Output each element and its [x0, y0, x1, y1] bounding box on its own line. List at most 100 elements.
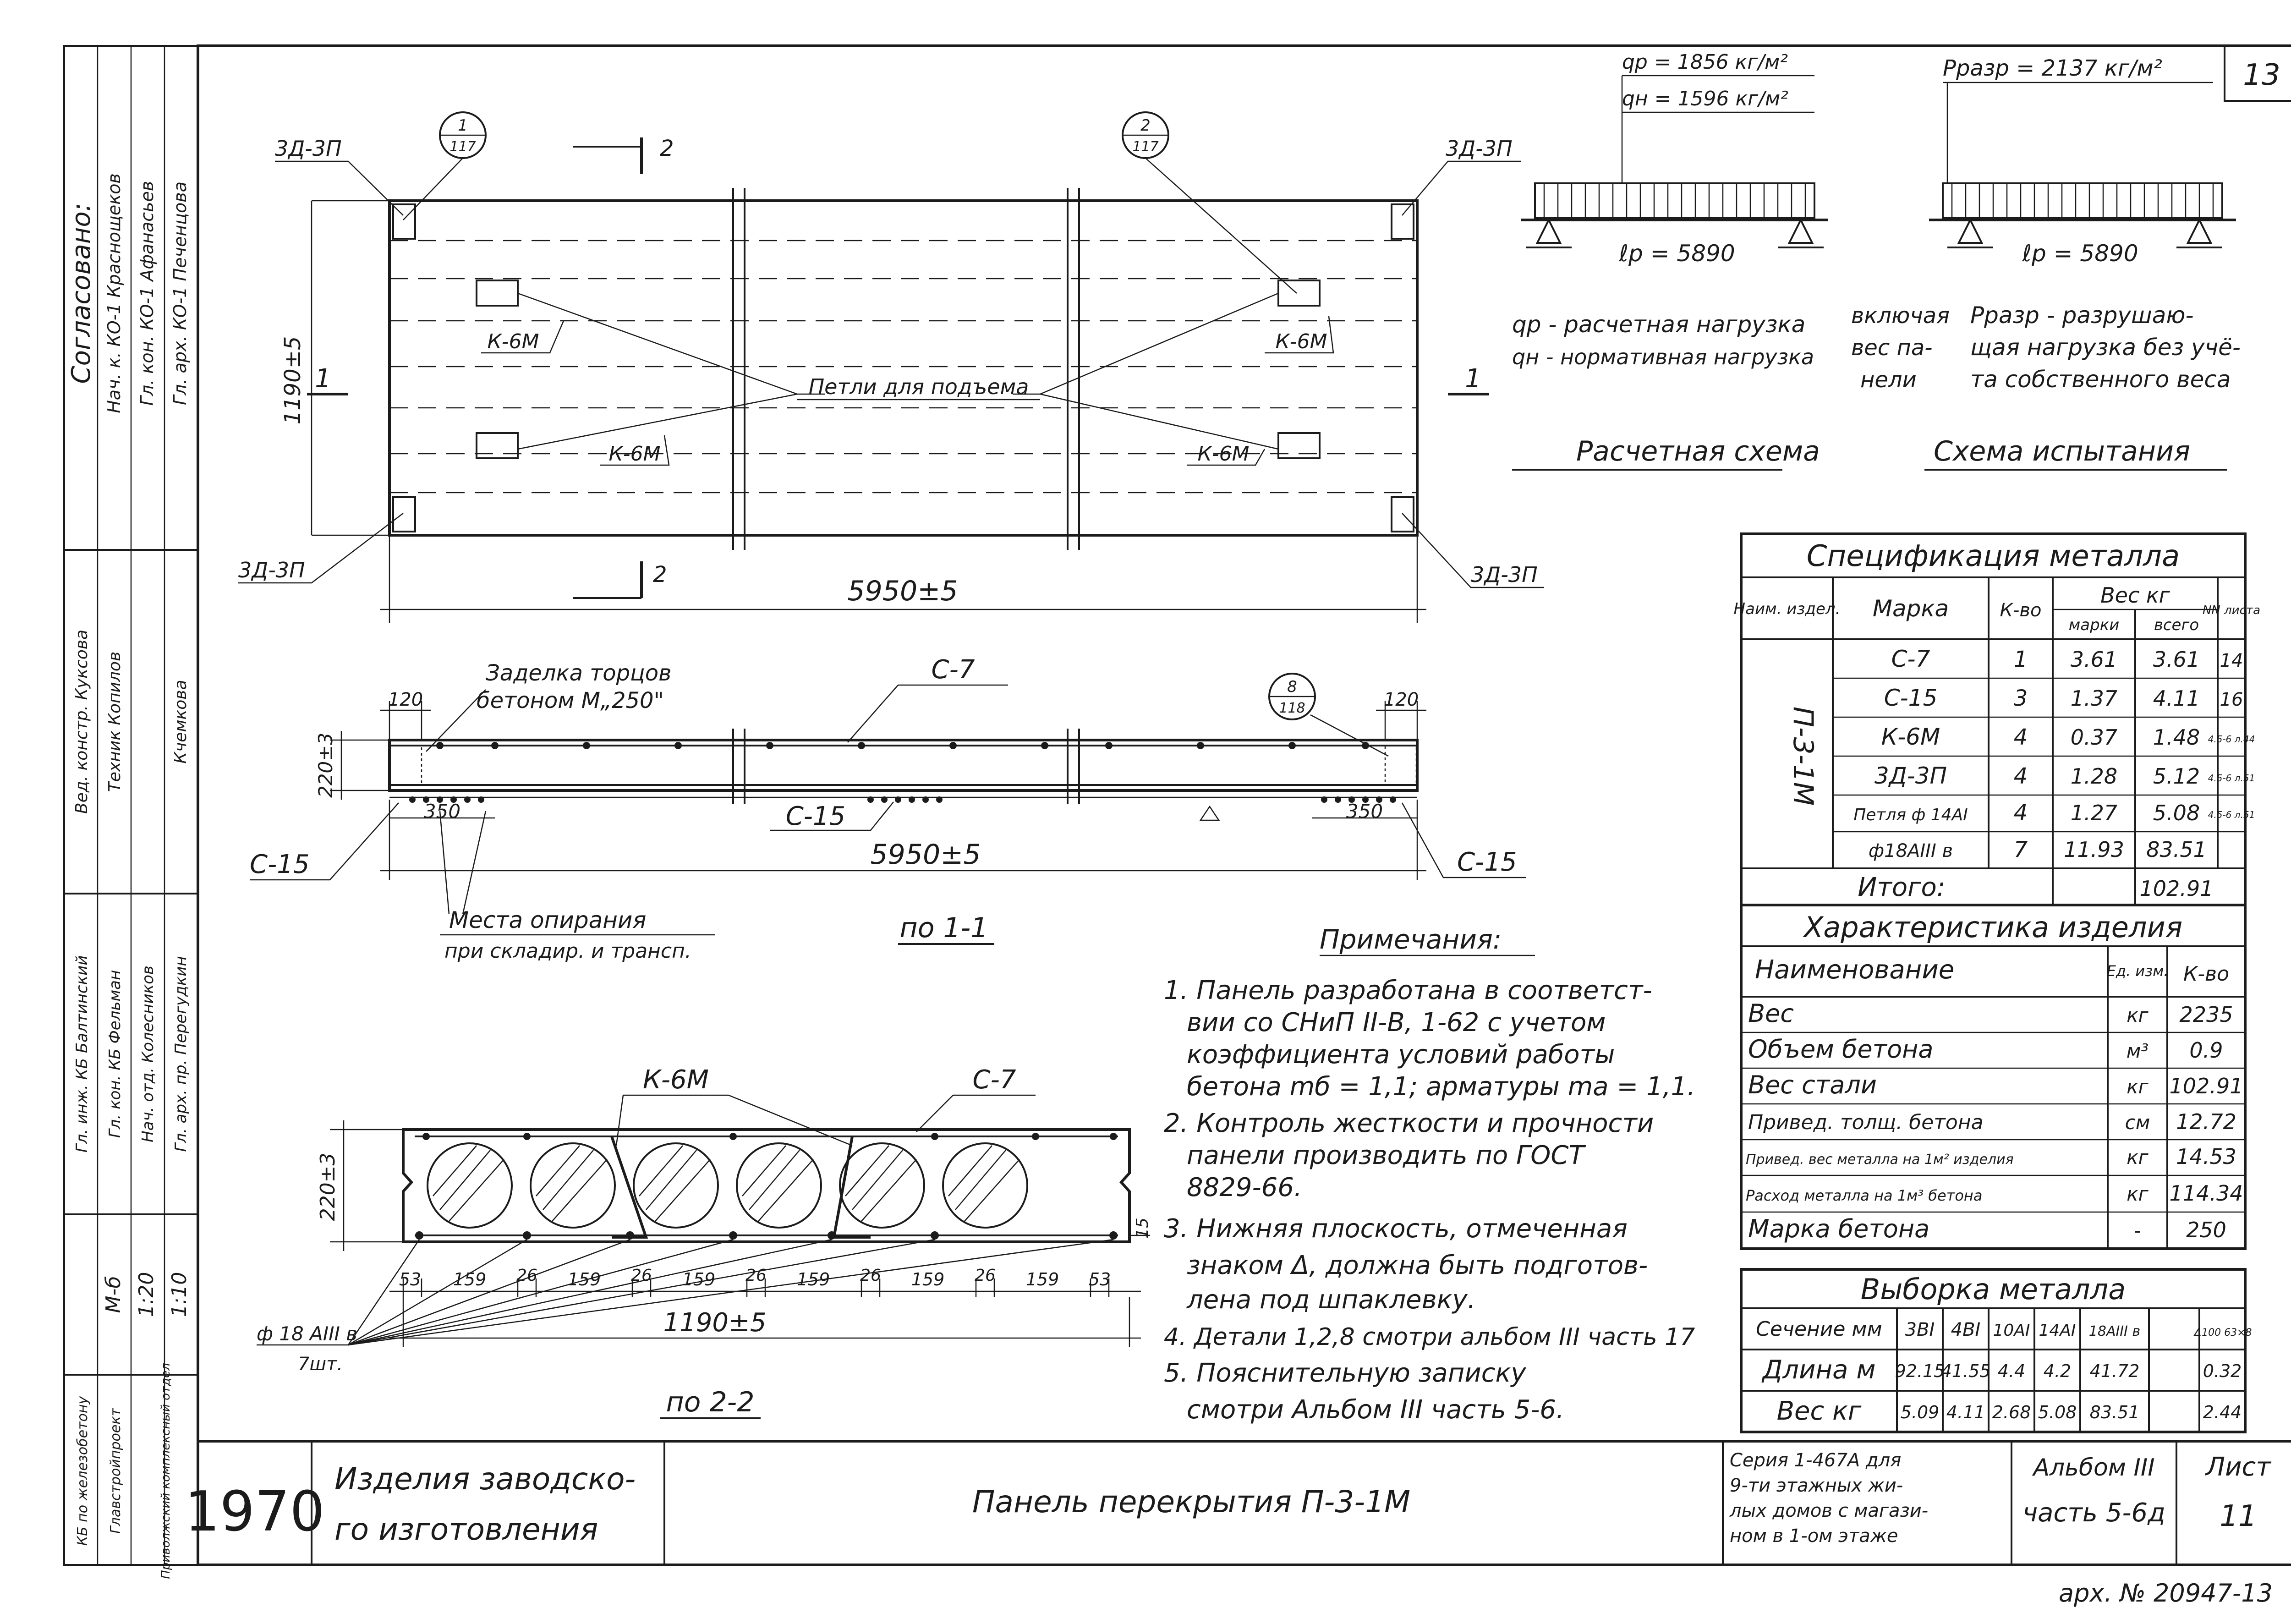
- stamp-approval-2: Гл. кон. КО-1 Афанасьев: [137, 181, 157, 406]
- legend-qp: qр - расчетная нагрузка: [1512, 311, 1805, 338]
- spec-row-3-total: 5.12: [2153, 764, 2200, 789]
- title-sheet-title: Панель перекрытия П-3-1М: [972, 1484, 1410, 1520]
- spec-row-1-qty: 3: [2014, 686, 2028, 711]
- char-col-unit: Ед. изм.: [2107, 962, 2169, 980]
- legend-qn: qн - нормативная нагрузка: [1512, 345, 1814, 369]
- stamp-org-3: Приволжский комплексный отдел: [159, 1363, 173, 1579]
- char-row-6-qty: 250: [2186, 1218, 2226, 1242]
- title-sheet-no: 11: [2220, 1499, 2257, 1533]
- spec-row-3-sheet: 4.5-6 л.51: [2208, 773, 2255, 784]
- sample-r0-label: Длина м: [1761, 1355, 1876, 1385]
- sample-h-4: 14АI: [2039, 1321, 2076, 1340]
- sample-h-5: 18АIII в: [2089, 1323, 2140, 1339]
- char-row-1-name: Объем бетона: [1748, 1035, 1934, 1064]
- spec-row: С-15 3 1.37 4.11 16: [1884, 685, 2243, 711]
- spec-col-weight: Вес кг: [2100, 583, 2170, 608]
- s11-bottom-bar-left: С-15: [250, 850, 310, 879]
- char-col-name: Наименование: [1755, 955, 1954, 985]
- note-line-7: 3. Нижняя плоскость, отмеченная: [1164, 1214, 1628, 1244]
- spec-row-3-qty: 4: [2014, 763, 2028, 789]
- char-row-3-unit: см: [2125, 1111, 2150, 1134]
- stamp-team-3: Нач. отд. Колесников: [139, 966, 157, 1142]
- sample-r1-v4: 83.51: [2090, 1402, 2140, 1422]
- note-line-4: 2. Контроль жесткости и прочности: [1164, 1108, 1654, 1138]
- spec-row: Петля ф 14АI 4 1.27 5.08 4.5-6 л.51: [1853, 800, 2255, 826]
- section-2-bottom: 2: [653, 562, 667, 587]
- plan-length-dim: 5950±5: [847, 575, 958, 607]
- title-sheet-label: Лист: [2205, 1452, 2271, 1482]
- char-row-1-unit: м³: [2127, 1040, 2149, 1062]
- spec-col-sheet: NN листа: [2203, 604, 2260, 617]
- s22-dim-12: 53: [1089, 1269, 1111, 1289]
- title-product-2: го изготовления: [334, 1512, 598, 1547]
- s11-support-right: 350: [1346, 800, 1383, 823]
- stamp-team-2-1: Вед. констр. Куксова: [72, 630, 91, 814]
- spec-row-3-each: 1.28: [2071, 764, 2117, 789]
- s22-dim-9: 159: [911, 1269, 945, 1289]
- loop-label-4: К-6М: [1197, 442, 1249, 466]
- spec-row-5-mark: ф18АIII в: [1869, 840, 1953, 861]
- char-row-5-name: Расход металла на 1м³ бетона: [1746, 1187, 1982, 1204]
- s22-height-dim: 220±3: [316, 1153, 340, 1221]
- legend-incl-3: нели: [1860, 367, 1917, 393]
- hollow-cores: [427, 1142, 1028, 1229]
- legend-p-3: та собственного веса: [1970, 366, 2231, 393]
- s22-dim-3: 159: [568, 1269, 601, 1289]
- char-row-4-name: Привед. вес металла на 1м² изделия: [1746, 1152, 2014, 1168]
- legend-p-1: Рразр - разрушаю-: [1970, 302, 2194, 329]
- test-load: Рразр = 2137 кг/м²: [1943, 55, 2162, 81]
- note-line-3: бетона mб = 1,1; арматуры mа = 1,1.: [1187, 1072, 1695, 1102]
- note-line-8: знаком Δ, должна быть подготов-: [1187, 1251, 1648, 1280]
- char-title: Характеристика изделия: [1803, 911, 2182, 944]
- sample-h-2: 4ВI: [1951, 1319, 1981, 1340]
- sample-r1-v3: 5.08: [2038, 1402, 2077, 1422]
- spec-row: С-7 1 3.61 3.61 14: [1891, 646, 2243, 672]
- stamp-scale-2: 1:10: [168, 1272, 191, 1317]
- s11-height-dim: 220±3: [314, 733, 337, 798]
- spec-row-2-each: 0.37: [2071, 725, 2117, 750]
- title-block: 1970 Изделия заводско- го изготовления П…: [185, 1440, 2291, 1565]
- calc-scheme: qр = 1856 кг/м² qн = 1596 кг/м² ℓр = 589…: [1512, 50, 1828, 471]
- sample-h-6: ∠100 63×8: [2192, 1327, 2252, 1339]
- test-scheme: Рразр = 2137 кг/м² ℓр = 5890 Схема испыт…: [1924, 55, 2236, 471]
- metal-sample-table: Выборка металла Сечение мм 3ВI 4ВI 10АI …: [1740, 1268, 2252, 1433]
- spec-col-total: всего: [2154, 616, 2199, 634]
- sample-r1-v5: 2.44: [2203, 1402, 2242, 1422]
- legend-incl-1: включая: [1851, 303, 1950, 329]
- char-col-qty: К-во: [2183, 962, 2229, 986]
- spec-row-2-total: 1.48: [2153, 725, 2200, 750]
- section-1-1: Заделка торцов бетоном М„250" С-7 8 118 …: [250, 655, 1526, 963]
- spec-row-4-qty: 4: [2014, 800, 2028, 826]
- char-row-0-unit: кг: [2127, 1004, 2148, 1026]
- s22-dim-8: 26: [860, 1266, 881, 1285]
- sample-h-3: 10АI: [1993, 1321, 2030, 1340]
- s11-end-dim-left: 120: [388, 689, 423, 710]
- s22-title: по 2-2: [666, 1386, 754, 1418]
- callout-8-top: 8: [1287, 678, 1297, 696]
- section-2-2: К-6М С-7 220±3 15 53 159 26 159 26 159 2…: [257, 1065, 1152, 1419]
- char-row-1-qty: 0.9: [2189, 1038, 2223, 1063]
- spec-row-2-sheet: 4.5-6 л.44: [2208, 734, 2255, 745]
- sheet-number-box: 13: [2224, 45, 2291, 102]
- char-row-5-qty: 114.34: [2170, 1181, 2243, 1206]
- char-row-2-unit: кг: [2127, 1075, 2148, 1098]
- metal-spec-title: Спецификация металла: [1807, 539, 2180, 573]
- s22-dim-11: 159: [1026, 1269, 1059, 1289]
- sample-r1-label: Вес кг: [1777, 1396, 1862, 1426]
- title-album-2: часть 5-6д: [2022, 1498, 2165, 1528]
- sample-r0-v4: 41.72: [2090, 1361, 2140, 1381]
- s11-top-bar-label: С-7: [932, 655, 975, 685]
- callout-2-top: 2: [1140, 116, 1151, 135]
- end-seal-note-1: Заделка торцов: [486, 660, 671, 686]
- char-row-6-name: Марка бетона: [1748, 1214, 1929, 1243]
- stamp-team-2: Гл. кон. КБ Фельман: [106, 970, 124, 1138]
- spec-row-1-sheet: 16: [2220, 689, 2243, 710]
- load-legend: qр - расчетная нагрузка qн - нормативная…: [1512, 302, 2241, 393]
- sample-r1-v0: 5.09: [1901, 1402, 1940, 1422]
- loops-caption: Петли для подъема: [809, 374, 1029, 399]
- s11-bottom-bar-right: С-15: [1457, 847, 1517, 877]
- spec-row-4-sheet: 4.5-6 л.51: [2208, 809, 2255, 820]
- spec-row-1-mark: С-15: [1884, 685, 1938, 711]
- sample-h-1: 3ВI: [1905, 1319, 1935, 1340]
- stamp-team-4: Гл. арх. пр. Перегудкин: [172, 956, 190, 1152]
